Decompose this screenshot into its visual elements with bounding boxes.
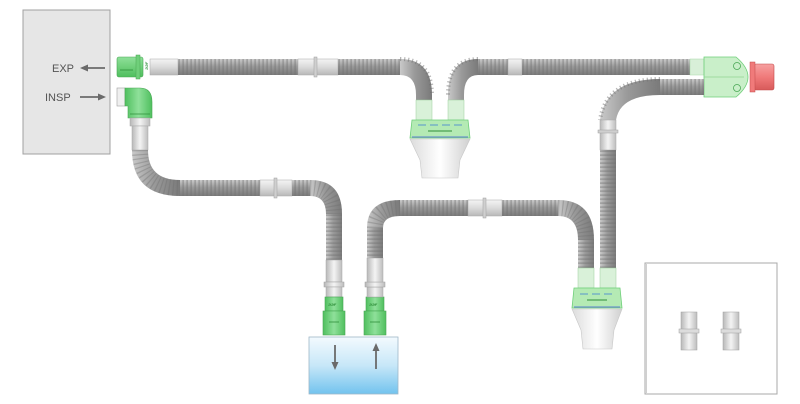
ventilator: EXP INSP (22, 9, 111, 155)
spare-adapter (720, 311, 742, 351)
connector-mark: ЭЭF (144, 61, 149, 70)
expiratory-limb-patient-side (446, 57, 705, 100)
insp-elbow-connector (124, 87, 153, 119)
insp-label: INSP (45, 92, 71, 104)
y-piece (703, 56, 775, 98)
flow-up-arrow-icon (372, 343, 380, 369)
spare-adapter (678, 311, 700, 351)
spare-adapters-box (644, 262, 778, 395)
insp-arrow-icon (80, 93, 106, 101)
connector-mark: ЭЭF (369, 302, 378, 307)
water-trap-1 (409, 99, 471, 179)
exp-arrow-icon (80, 64, 105, 72)
water-trap-2 (571, 267, 623, 350)
inspiratory-limb: ЭЭF (116, 87, 346, 336)
ventilator-body (22, 9, 111, 155)
inspiratory-limb-patient-side (597, 77, 704, 268)
humidifier-water (308, 336, 399, 395)
expiratory-limb: ЭЭF (116, 54, 434, 100)
humidifier-outlet-limb: ЭЭF (363, 197, 594, 336)
y-piece-red-cap (753, 63, 775, 91)
connector-mark: ЭЭF (328, 302, 337, 307)
humidifier-chamber (308, 336, 399, 395)
flow-down-arrow-icon (331, 345, 339, 370)
exp-label: EXP (52, 63, 74, 75)
